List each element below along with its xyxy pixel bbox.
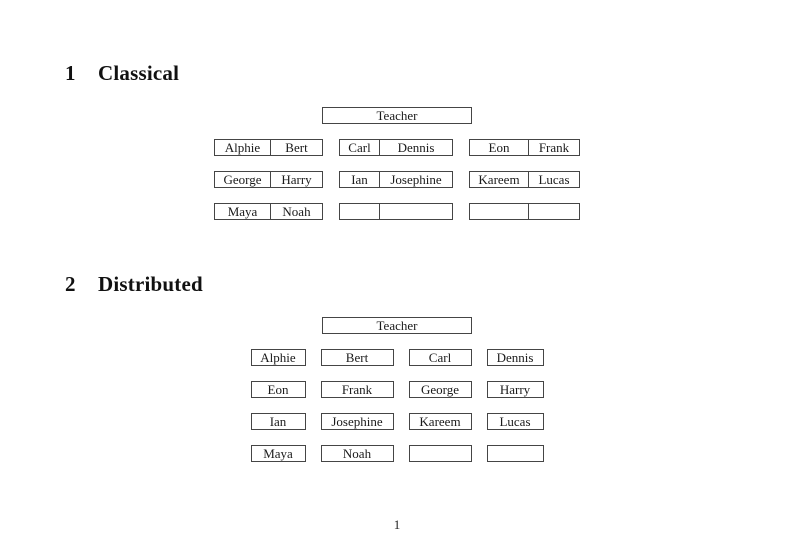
desk-row: Eon Frank George Harry [250,381,544,398]
seat: Lucas [499,414,531,429]
double-desk: Ian Josephine [339,171,453,188]
seat: Frank [538,140,570,155]
seat-empty [380,204,452,219]
double-desk: Maya Noah [214,203,323,220]
seat: Dennis [397,140,435,155]
double-desk: Carl Dennis [339,139,453,156]
double-desk: Kareem Lucas [469,171,580,188]
single-desk: Josephine [320,413,394,430]
double-desk [469,203,580,220]
double-desk: Eon Frank [469,139,580,156]
seat: Eon [267,382,289,397]
seat: Maya [215,204,271,219]
single-desk: Eon [250,381,306,398]
section-number: 1 [65,61,76,85]
single-desk: Harry [486,381,544,398]
seat-empty [410,446,471,461]
seat-empty [340,204,380,219]
seat: Eon [470,140,529,155]
seat-empty [529,204,579,219]
section-number: 2 [65,272,76,296]
single-desk: Noah [320,445,394,462]
desk-row: Maya Noah [250,445,544,462]
section-title: Distributed [98,272,203,296]
seat: George [215,172,271,187]
seat: Ian [269,414,287,429]
seat: Bert [345,350,369,365]
desk-row: Alphie Bert Carl Dennis [250,349,544,366]
page-number: 1 [393,517,401,532]
single-desk: Ian [250,413,306,430]
seat: Alphie [260,350,296,365]
seat-empty [470,204,529,219]
seat: Harry [281,172,312,187]
single-desk: Dennis [486,349,544,366]
seat: Alphie [215,140,271,155]
seat: Maya [263,446,293,461]
teacher-box: Teacher [322,107,472,124]
single-desk: Kareem [408,413,472,430]
seat: Kareem [470,172,529,187]
section-heading-classical: 1 Classical [65,62,179,85]
single-desk: Alphie [250,349,306,366]
desk-row: George Harry Ian Josephine Kareem Lucas [214,171,580,188]
section-title: Classical [98,61,180,85]
seat: Dennis [496,350,534,365]
seat: Bert [285,140,308,155]
single-desk [408,445,472,462]
single-desk: Frank [320,381,394,398]
seat: Noah [282,204,311,219]
desk-row: Alphie Bert Carl Dennis Eon Frank [214,139,580,156]
teacher-box: Teacher [322,317,472,334]
desk-row: Ian Josephine Kareem Lucas [250,413,544,430]
seat-empty [488,446,543,461]
seat: Kareem [419,414,461,429]
seat: Josephine [390,172,442,187]
double-desk: Alphie Bert [214,139,323,156]
single-desk: Maya [250,445,306,462]
single-desk [486,445,544,462]
double-desk [339,203,453,220]
seat: George [420,382,460,397]
section-heading-distributed: 2 Distributed [65,273,203,296]
seat: Carl [428,350,452,365]
seat: Harry [499,382,531,397]
seat: Ian [340,172,380,187]
seat: Carl [340,140,380,155]
single-desk: Carl [408,349,472,366]
teacher-label: Teacher [376,318,418,333]
seat: Noah [342,446,372,461]
seat: Lucas [538,172,570,187]
single-desk: Bert [320,349,394,366]
single-desk: George [408,381,472,398]
seat: Frank [341,382,373,397]
single-desk: Lucas [486,413,544,430]
desk-row: Maya Noah [214,203,580,220]
seat: Josephine [331,414,383,429]
double-desk: George Harry [214,171,323,188]
teacher-label: Teacher [376,108,418,123]
